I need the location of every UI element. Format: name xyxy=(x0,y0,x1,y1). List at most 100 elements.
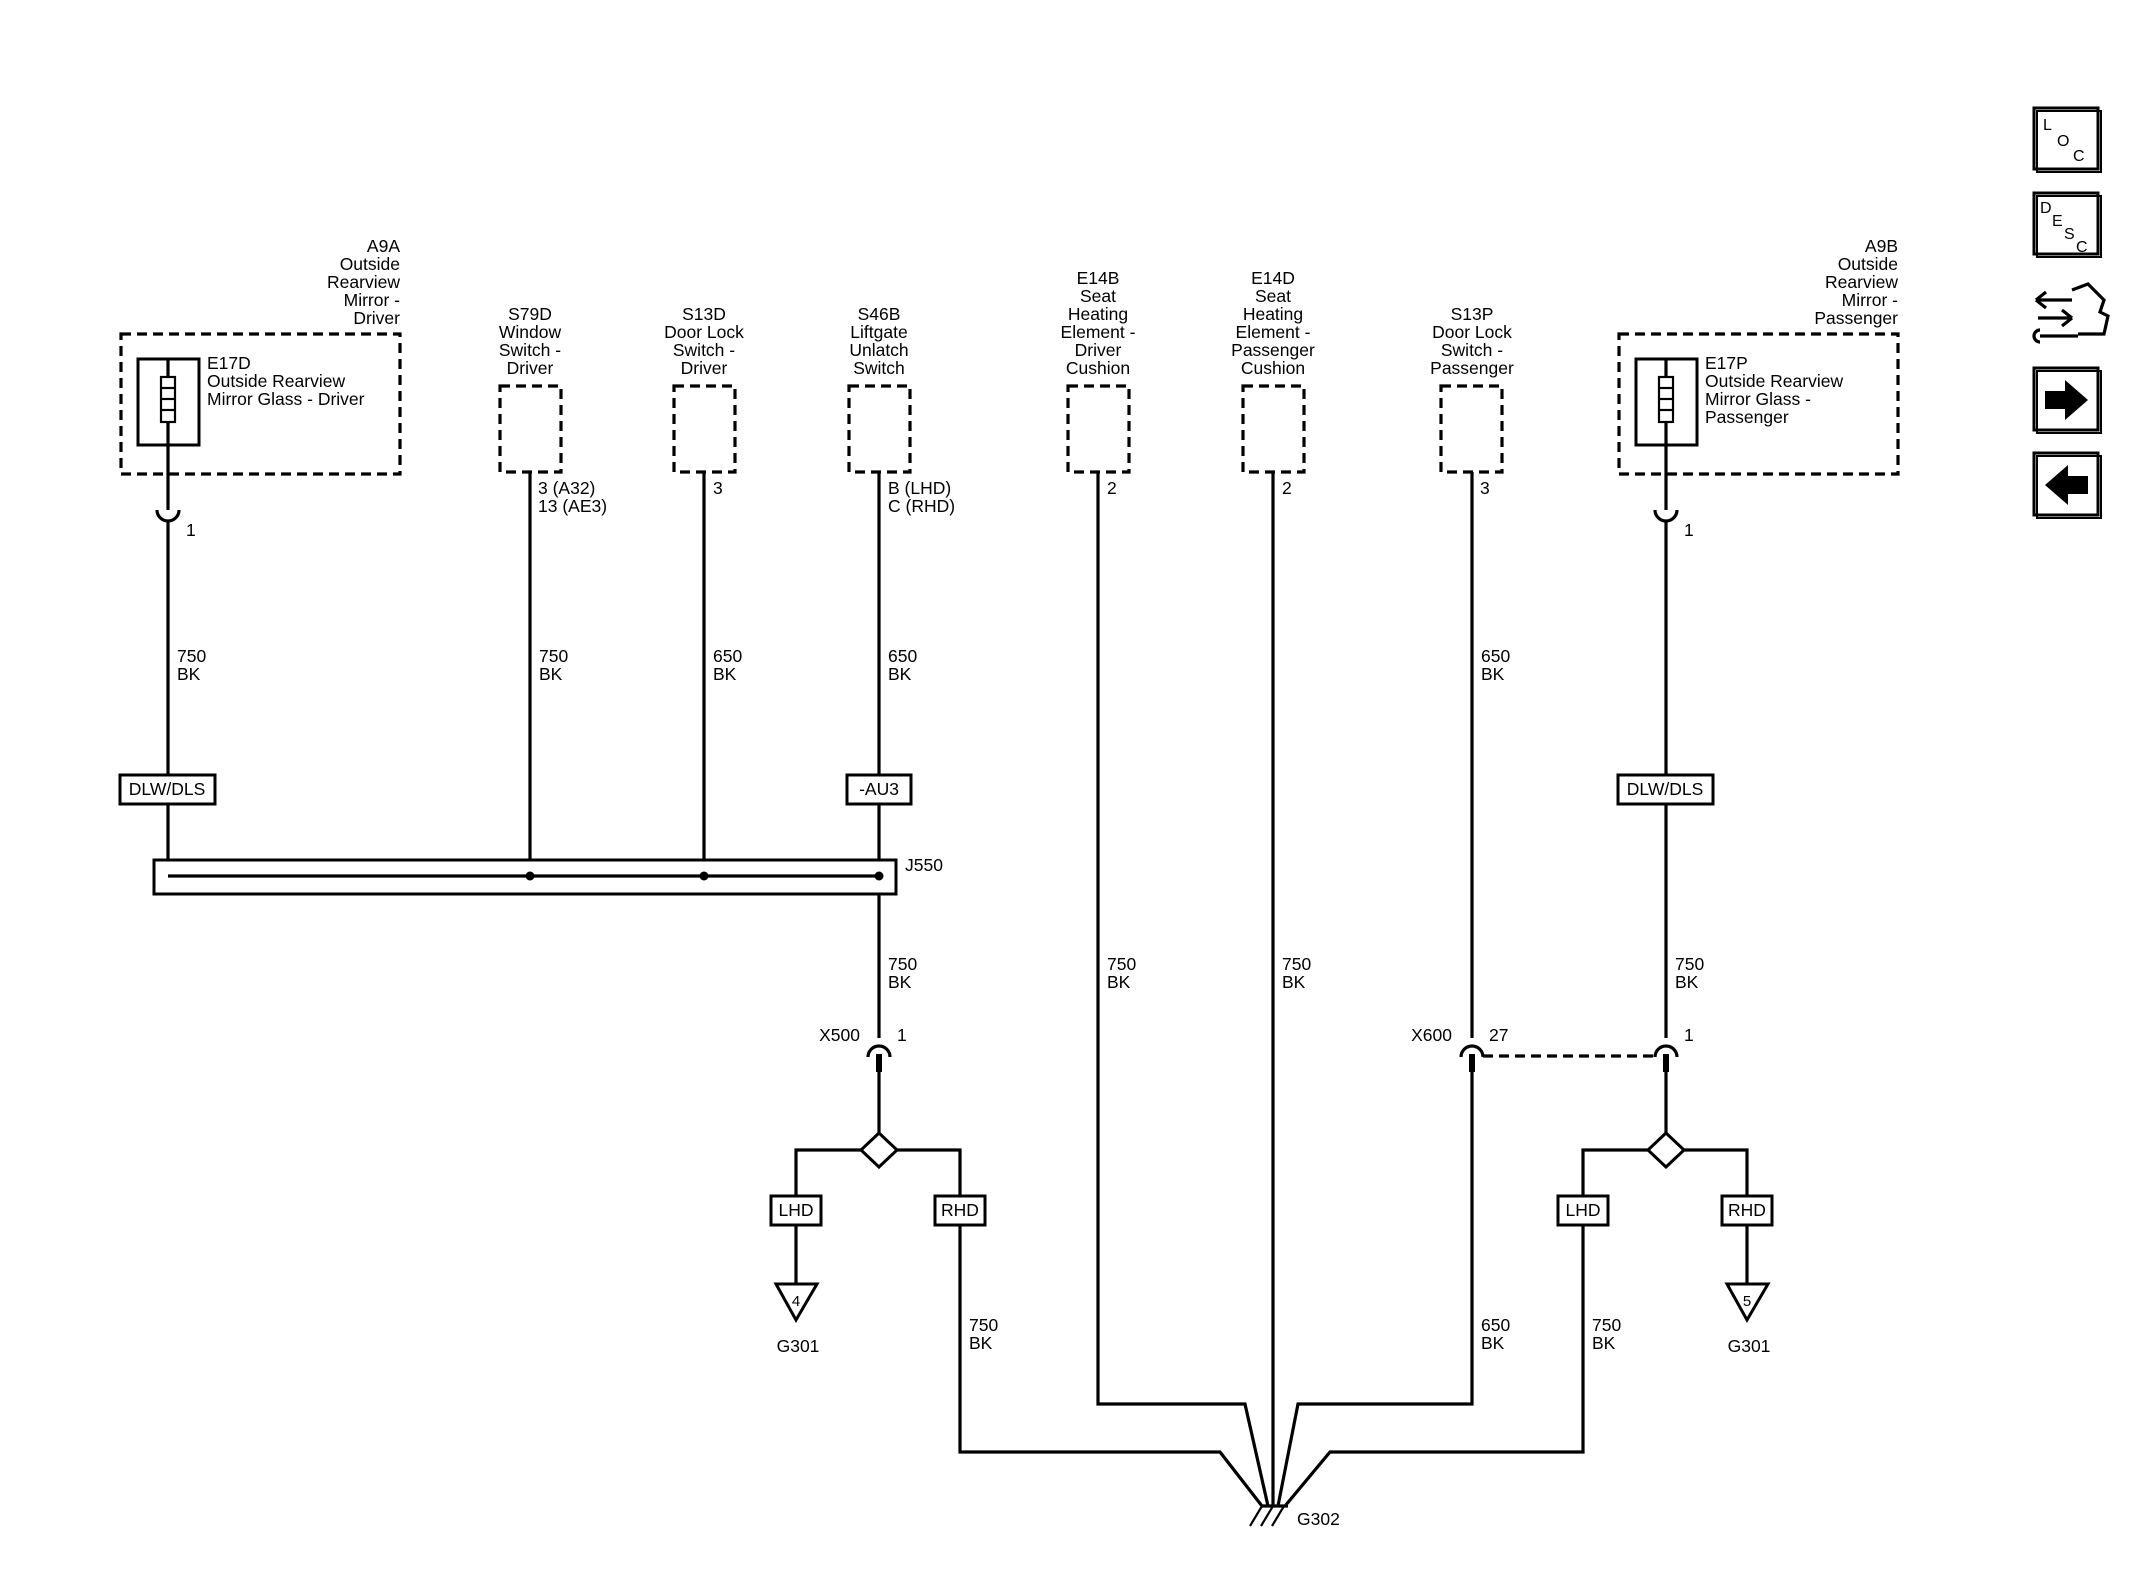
wire-gauge: 650 xyxy=(1481,646,1510,666)
g301-label: G301 xyxy=(1728,1336,1771,1356)
a9b-ref: A9B xyxy=(1865,236,1898,256)
s13p-label: S13P Door Lock Switch - Passenger xyxy=(1430,304,1514,378)
e14b-component-box xyxy=(1066,384,1131,474)
chassis-ground-icon xyxy=(1249,1504,1288,1527)
connector-pin-icon xyxy=(155,509,181,523)
wire-gauge: 750 xyxy=(539,646,568,666)
e14d-component-box xyxy=(1241,384,1306,474)
option-box-rhd-right xyxy=(1720,1194,1774,1227)
desc-letter: C xyxy=(2076,239,2088,256)
option-box-dlw-right xyxy=(1616,773,1715,806)
wire-color: BK xyxy=(888,664,912,684)
wire-gauge: 750 xyxy=(1592,1315,1621,1335)
wire-color: BK xyxy=(1481,664,1505,684)
pin-label: B (LHD) xyxy=(888,478,951,498)
wire-gauge: 750 xyxy=(177,646,206,666)
e17p-label: E17P Outside Rearview Mirror Glass - Pas… xyxy=(1705,353,1843,427)
option-label: DLW/DLS xyxy=(1627,779,1704,799)
pin-label: 13 (AE3) xyxy=(538,496,607,516)
wire-gauge: 650 xyxy=(713,646,742,666)
e14b-line: Driver xyxy=(1075,340,1122,360)
e17d-ref: E17D xyxy=(207,353,251,373)
e14d-ref: E14D xyxy=(1251,268,1295,288)
e14d-line: Cushion xyxy=(1241,358,1305,378)
e17p-ref: E17P xyxy=(1705,353,1748,373)
a9b-line: Passenger xyxy=(1814,308,1898,328)
left-arrow-button[interactable] xyxy=(2032,451,2102,519)
s13d-line: Driver xyxy=(681,358,728,378)
e14d-line: Element - xyxy=(1236,322,1311,342)
e14b-line: Heating xyxy=(1068,304,1128,324)
connector-pin-icon xyxy=(866,1044,892,1058)
a9a-line: Rearview xyxy=(327,272,400,292)
e17p-line: Mirror Glass - xyxy=(1705,389,1811,409)
option-label: RHD xyxy=(1728,1200,1766,1220)
s79d-line: Switch - xyxy=(499,340,561,360)
pin-label: 3 xyxy=(713,478,723,498)
g302-label: G302 xyxy=(1297,1509,1340,1529)
pin-label: 2 xyxy=(1282,478,1292,498)
ground-reference-icon xyxy=(773,1282,820,1324)
s79d-line: Driver xyxy=(507,358,554,378)
a9a-component-box xyxy=(119,332,402,476)
e14b-label: E14B Seat Heating Element - Driver Cushi… xyxy=(1061,268,1136,378)
pin-label: 1 xyxy=(1684,520,1694,540)
s13d-component-box xyxy=(672,384,737,474)
wire-color: BK xyxy=(539,664,563,684)
wire-color: BK xyxy=(1675,972,1699,992)
option-label: -AU3 xyxy=(859,779,899,799)
ground-ref-number: 4 xyxy=(792,1293,800,1310)
pin-label: 27 xyxy=(1489,1025,1508,1045)
ground-ref-number: 5 xyxy=(1743,1293,1751,1310)
pin-label: C (RHD) xyxy=(888,496,955,516)
wire-gauge: 650 xyxy=(1481,1315,1510,1335)
pin-label: 3 xyxy=(1480,478,1490,498)
a9a-ref: A9A xyxy=(367,236,400,256)
e14b-ref: E14B xyxy=(1077,268,1120,288)
connector-end-view-icon[interactable] xyxy=(2032,282,2110,344)
s46b-line: Switch xyxy=(853,358,905,378)
option-box-dlw-left xyxy=(118,773,217,806)
splice-node xyxy=(874,871,884,881)
a9a-label: A9A Outside Rearview Mirror - Driver xyxy=(327,236,400,328)
s46b-label: S46B Liftgate Unlatch Switch xyxy=(849,304,908,378)
ground-reference-icon xyxy=(1724,1282,1771,1324)
loc-letter: C xyxy=(2073,148,2085,165)
wire-color: BK xyxy=(713,664,737,684)
e17p-line: Outside Rearview xyxy=(1705,371,1843,391)
wire-color: BK xyxy=(969,1333,993,1353)
s79d-component-box xyxy=(498,384,563,474)
desc-letter: E xyxy=(2052,213,2063,230)
left-arrow-icon xyxy=(2045,465,2088,505)
option-label: LHD xyxy=(1565,1200,1600,1220)
connector-pin-icon xyxy=(1653,1044,1679,1058)
wire-gauge: 650 xyxy=(888,646,917,666)
s13p-line: Passenger xyxy=(1430,358,1514,378)
s79d-label: S79D Window Switch - Driver xyxy=(499,304,562,378)
desc-button[interactable]: D E S C xyxy=(2032,191,2102,258)
wire-gauge: 750 xyxy=(969,1315,998,1335)
right-arrow-icon xyxy=(2045,380,2088,420)
pin-label: 1 xyxy=(1684,1025,1694,1045)
j550-label: J550 xyxy=(905,855,943,875)
x600-label: X600 xyxy=(1411,1025,1452,1045)
e17p-line: Passenger xyxy=(1705,407,1789,427)
s13d-label: S13D Door Lock Switch - Driver xyxy=(664,304,744,378)
option-box-au3 xyxy=(845,773,913,806)
wire-gauge: 750 xyxy=(1675,954,1704,974)
s13p-ref: S13P xyxy=(1451,304,1494,324)
wire-color: BK xyxy=(177,664,201,684)
wire-color: BK xyxy=(1282,972,1306,992)
e14b-line: Element - xyxy=(1061,322,1136,342)
pin-label: 3 (A32) xyxy=(538,478,595,498)
e14d-line: Heating xyxy=(1243,304,1303,324)
s13p-line: Switch - xyxy=(1441,340,1503,360)
right-arrow-button[interactable] xyxy=(2032,366,2102,434)
loc-button[interactable]: L O C xyxy=(2032,106,2102,173)
wire-gauge: 750 xyxy=(1107,954,1136,974)
loc-letter: O xyxy=(2057,133,2069,150)
a9b-line: Rearview xyxy=(1825,272,1898,292)
a9b-label: A9B Outside Rearview Mirror - Passenger xyxy=(1814,236,1898,328)
splice-node xyxy=(699,871,709,881)
